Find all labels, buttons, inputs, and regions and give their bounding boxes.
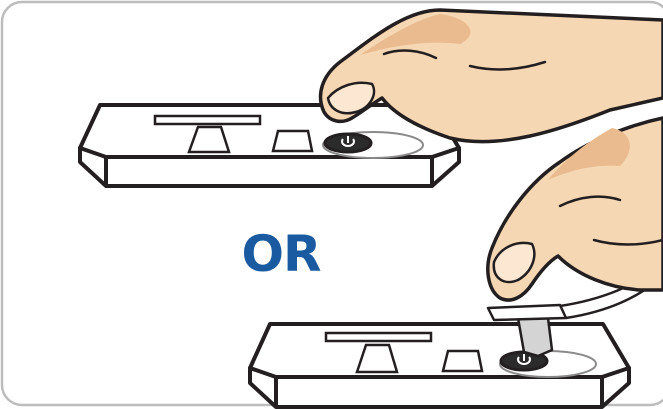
device-bottom-button [500, 351, 596, 377]
device-top-button [323, 132, 423, 158]
or-separator-label: OR [226, 224, 336, 284]
